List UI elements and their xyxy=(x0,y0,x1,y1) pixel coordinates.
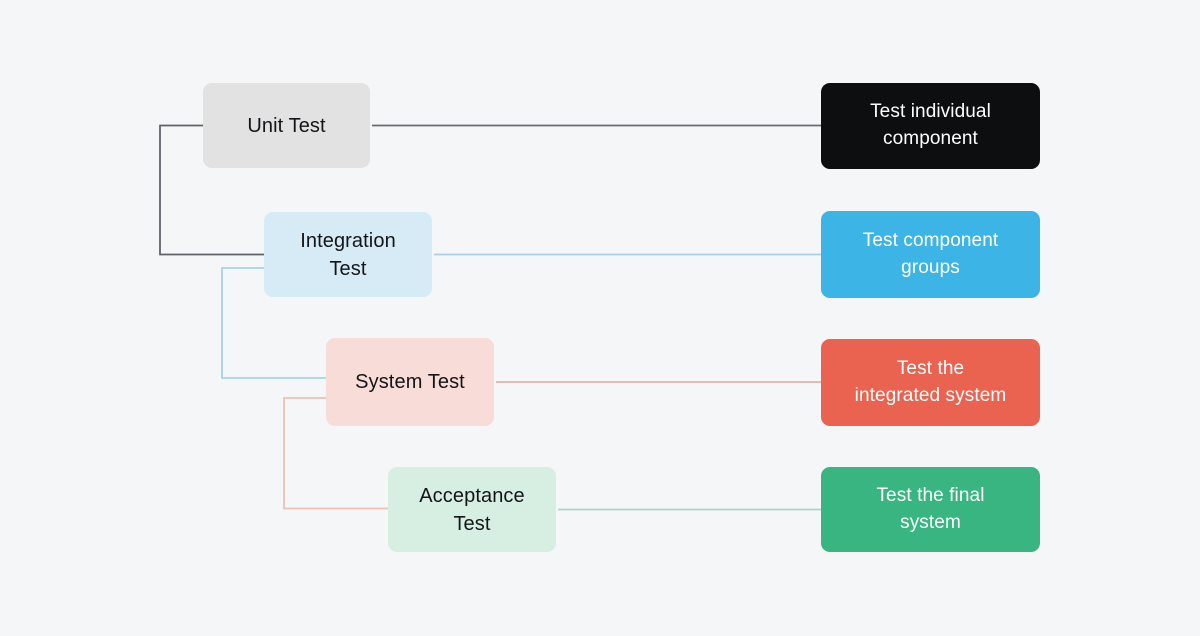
node-system-test[interactable]: System Test xyxy=(326,338,494,426)
node-label: groups xyxy=(901,256,960,278)
node-label: Test xyxy=(329,257,367,280)
node-test-component-groups[interactable]: Test component groups xyxy=(821,211,1040,298)
node-test-final-system[interactable]: Test the final system xyxy=(821,467,1040,552)
node-unit-test[interactable]: Unit Test xyxy=(203,83,370,168)
node-test-individual-component[interactable]: Test individual component xyxy=(821,83,1040,169)
node-label: System Test xyxy=(355,371,465,393)
node-label: component xyxy=(883,128,978,149)
node-label: Test component xyxy=(862,229,999,251)
node-label: Test the final xyxy=(876,484,985,506)
node-test-integrated-system[interactable]: Test the integrated system xyxy=(821,339,1040,426)
node-label: Acceptance xyxy=(419,484,525,507)
node-label: Unit Test xyxy=(247,114,326,137)
node-label: integrated system xyxy=(854,384,1007,406)
node-acceptance-test[interactable]: Acceptance Test xyxy=(388,467,556,552)
node-label: Test individual xyxy=(870,101,991,123)
node-integration-test[interactable]: Integration Test xyxy=(264,212,432,297)
node-label: Integration xyxy=(300,229,396,252)
node-label: system xyxy=(900,511,961,533)
node-label: Test xyxy=(453,512,491,535)
node-label: Test the xyxy=(896,357,965,379)
